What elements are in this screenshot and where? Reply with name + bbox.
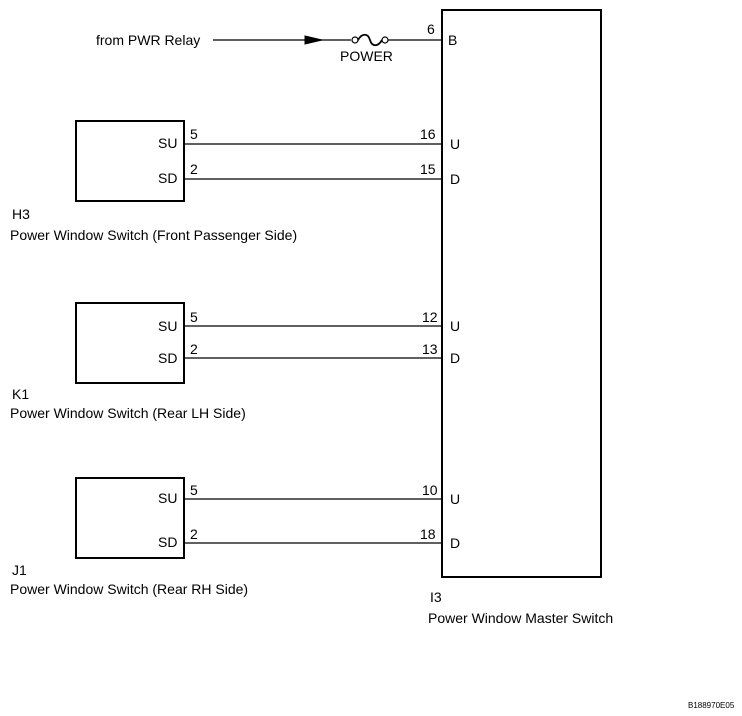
master-terminal: D — [450, 535, 460, 551]
switch-code: K1 — [12, 386, 29, 402]
switch-j1: SU SD 5 2 10 18 U D J1 Power Window Swit… — [10, 477, 460, 597]
switch-code: H3 — [12, 206, 30, 222]
switch-pin: 5 — [190, 309, 198, 325]
master-switch-code: I3 — [430, 589, 442, 605]
switch-name: Power Window Switch (Rear LH Side) — [10, 405, 246, 421]
fuse-terminal-right — [381, 36, 389, 44]
master-pin: 12 — [422, 309, 438, 325]
switch-name: Power Window Switch (Front Passenger Sid… — [10, 227, 297, 243]
master-terminal: D — [450, 171, 460, 187]
master-terminal: D — [450, 350, 460, 366]
source-terminal: B — [448, 32, 457, 48]
terminal-label: SD — [158, 170, 177, 186]
master-terminal: U — [450, 318, 460, 334]
terminal-label: SD — [158, 350, 177, 366]
master-pin: 18 — [420, 526, 436, 542]
fuse-label: POWER — [340, 48, 393, 64]
master-terminal: U — [450, 491, 460, 507]
master-terminal: U — [450, 136, 460, 152]
switch-pin: 2 — [190, 341, 198, 357]
switch-k1: SU SD 5 2 12 13 U D K1 Power Window Swit… — [10, 302, 460, 421]
terminal-label: SU — [158, 490, 177, 506]
arrow-right-icon — [304, 35, 323, 45]
master-pin: 15 — [420, 161, 436, 177]
master-switch-name: Power Window Master Switch — [428, 610, 613, 626]
switch-pin: 5 — [190, 126, 198, 142]
source-label: from PWR Relay — [96, 32, 200, 48]
terminal-label: SD — [158, 534, 177, 550]
master-switch-box — [441, 9, 602, 578]
terminal-label: SU — [158, 135, 177, 151]
switch-code: J1 — [12, 562, 27, 578]
master-pin: 13 — [422, 341, 438, 357]
fuse-icon — [357, 33, 383, 47]
source-pin: 6 — [427, 21, 435, 37]
switch-pin: 5 — [190, 482, 198, 498]
switch-box — [75, 477, 185, 559]
switch-pin: 2 — [190, 526, 198, 542]
switch-pin: 2 — [190, 161, 198, 177]
switch-box — [75, 302, 185, 384]
switch-h3: SU SD 5 2 16 15 U D H3 Power Window Swit… — [10, 120, 460, 243]
switch-box — [75, 120, 185, 202]
master-pin: 10 — [422, 482, 438, 498]
fuse-terminal-left — [351, 36, 359, 44]
master-pin: 16 — [420, 126, 436, 142]
terminal-label: SU — [158, 318, 177, 334]
figure-code: B188970E05 — [688, 701, 735, 710]
switch-name: Power Window Switch (Rear RH Side) — [10, 581, 248, 597]
